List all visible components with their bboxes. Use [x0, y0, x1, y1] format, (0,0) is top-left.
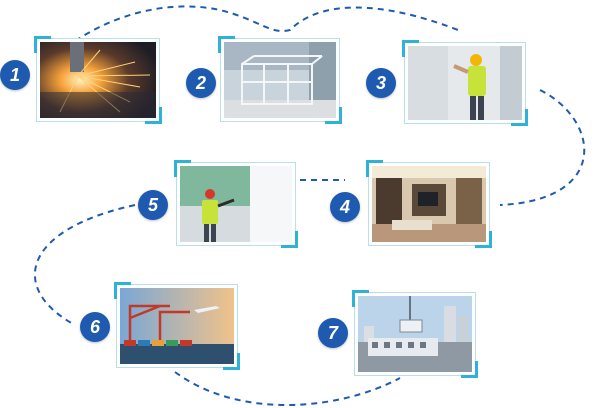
step-number-badge: 7 — [318, 318, 348, 348]
step-number-badge: 4 — [330, 192, 360, 222]
crane-lifting-image — [358, 296, 472, 372]
step-number-badge: 3 — [366, 68, 396, 98]
port-shipping-image — [120, 288, 234, 364]
room-interior-image — [372, 166, 486, 242]
wall-installation-image — [408, 46, 522, 120]
step-number-badge: 6 — [80, 312, 110, 342]
step-number-badge: 2 — [186, 68, 216, 98]
laser-cutting-image — [40, 42, 156, 118]
steel-frame-image — [224, 42, 336, 118]
step-number-badge: 1 — [0, 60, 30, 90]
inspection-image — [180, 166, 292, 242]
step-number-badge: 5 — [138, 190, 168, 220]
